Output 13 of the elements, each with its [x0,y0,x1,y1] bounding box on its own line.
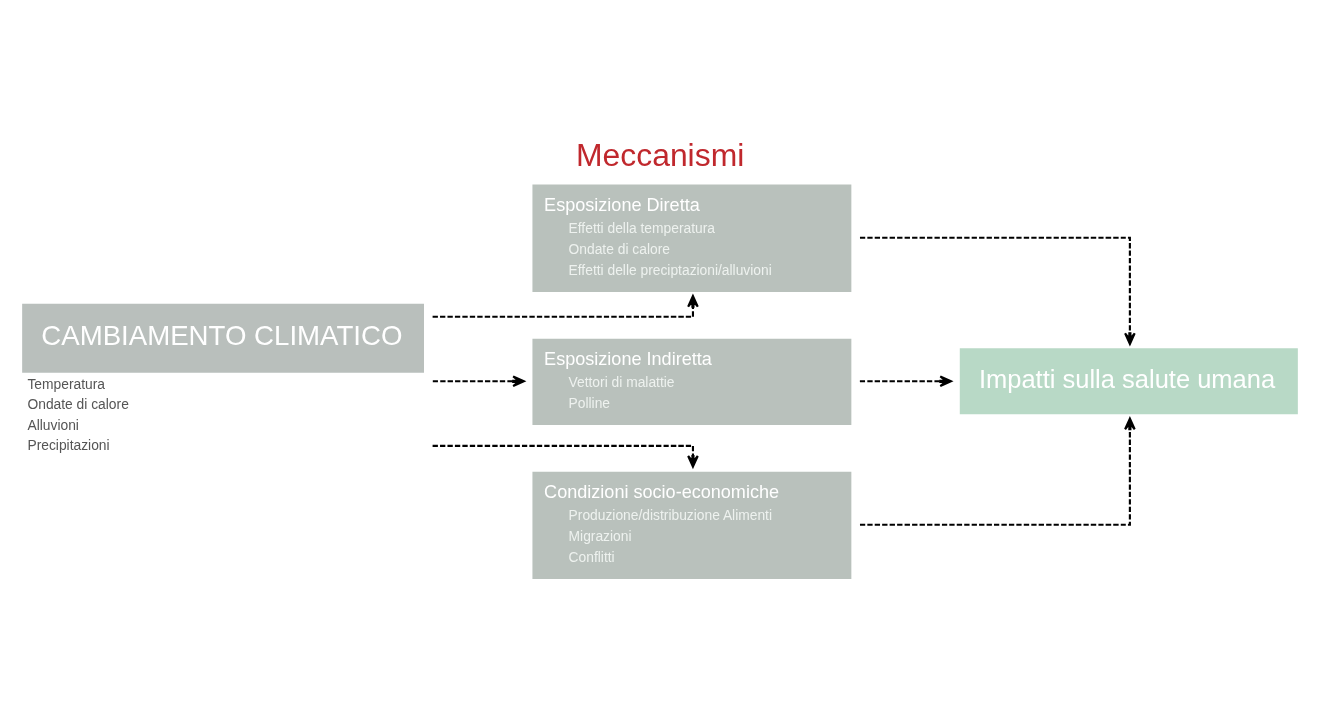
arrow [860,236,1136,346]
node-label: Precipitazioni [27,436,110,453]
node-label: Ondate di calore [27,396,129,413]
diagram-title: Meccanismi [576,137,745,174]
node-label: Alluvioni [27,416,79,433]
arrow [432,294,699,318]
node-label: Temperatura [27,376,106,393]
node-box: Impatti sulla salute umana [959,348,1298,415]
arrow [432,375,525,388]
arrow [432,444,699,468]
node-box: CAMBIAMENTO CLIMATICO [22,303,424,373]
arrow [860,417,1136,526]
arrow [859,375,952,388]
